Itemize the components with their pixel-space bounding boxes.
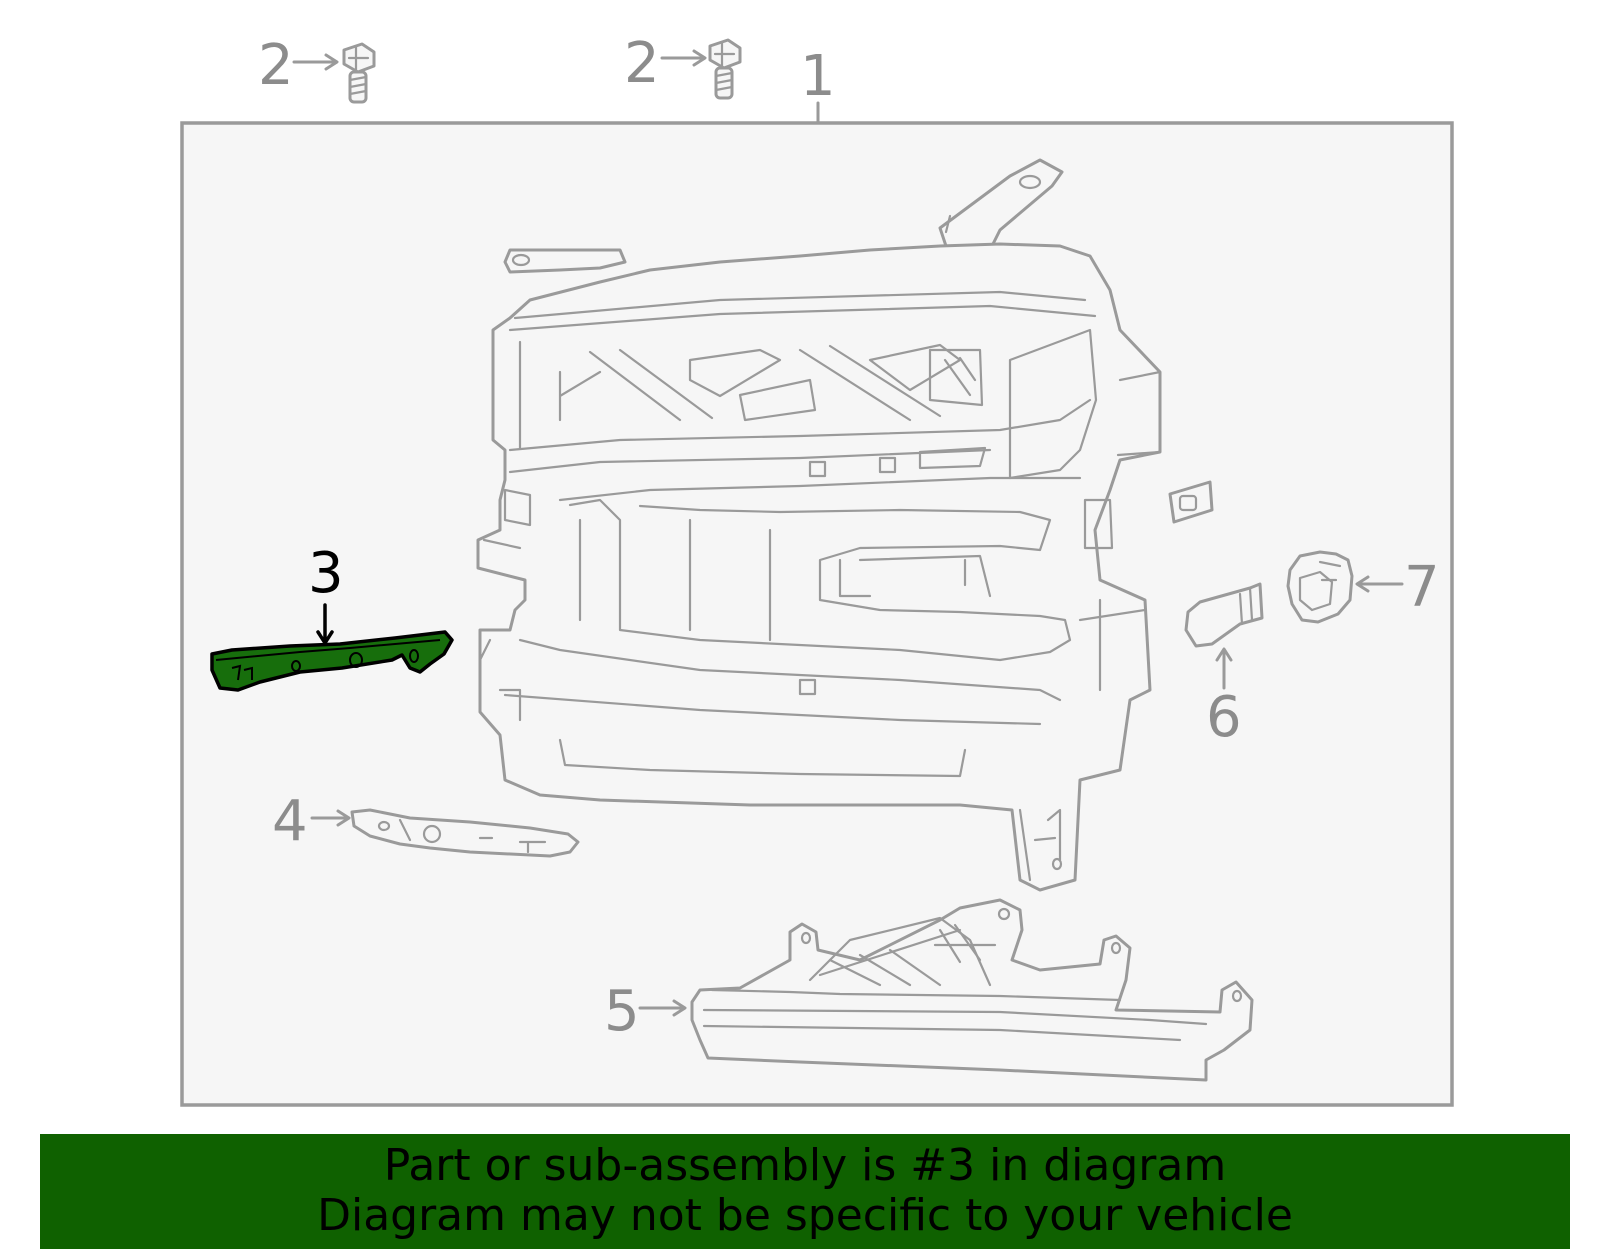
arrow-6 xyxy=(1215,647,1233,690)
clip-small[interactable] xyxy=(1168,480,1214,524)
callout-1: 1 xyxy=(800,44,836,109)
bolt-left[interactable] xyxy=(342,42,376,104)
callout-4: 4 xyxy=(272,789,308,854)
bracket-part-4[interactable] xyxy=(350,808,580,858)
callout-7: 7 xyxy=(1404,555,1440,620)
callout-2-right: 2 xyxy=(624,31,660,96)
callout-6: 6 xyxy=(1206,685,1242,750)
arrow-4 xyxy=(310,809,351,827)
arrow-5 xyxy=(638,999,687,1017)
arrow-7 xyxy=(1355,575,1404,593)
mount-part-5[interactable] xyxy=(690,898,1254,1082)
socket-part-7[interactable] xyxy=(1286,550,1354,624)
info-banner: Part or sub-assembly is #3 in diagram Di… xyxy=(40,1134,1570,1249)
callout-5: 5 xyxy=(604,979,640,1044)
arrow-3 xyxy=(316,603,334,647)
banner-line-2: Diagram may not be specific to your vehi… xyxy=(317,1190,1293,1241)
banner-line-1: Part or sub-assembly is #3 in diagram xyxy=(383,1140,1227,1191)
bolt-right[interactable] xyxy=(708,38,742,100)
arrow-2b xyxy=(660,49,707,67)
bracket-part-3[interactable] xyxy=(210,630,454,692)
bulb-part-6[interactable] xyxy=(1184,582,1264,648)
arrow-2a xyxy=(292,53,339,71)
callout-3: 3 xyxy=(308,541,344,606)
headlamp-assembly[interactable] xyxy=(476,158,1162,892)
callout-2-left: 2 xyxy=(258,33,294,98)
parts-diagram: 1 2 2 3 4 5 6 7 xyxy=(180,31,1454,1107)
